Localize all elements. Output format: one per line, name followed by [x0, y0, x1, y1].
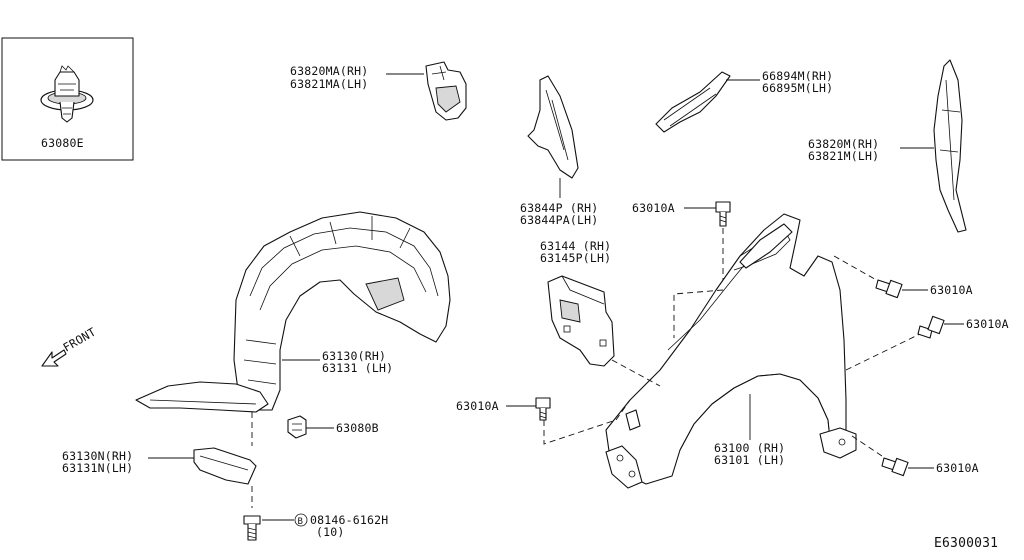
- bolt-63010a-left: 63010A: [456, 397, 551, 421]
- bolt-63010a-right-bottom-label: 63010A: [936, 461, 979, 475]
- bolt-63010a-right-middle-label: 63010A: [966, 317, 1009, 331]
- clip-63080b-label: 63080B: [336, 421, 379, 435]
- fender-protector-rear-lh-label: 63821MA(LH): [290, 77, 368, 91]
- front-arrow-icon: [41, 349, 67, 367]
- clip-63080b: 63080B: [287, 415, 379, 439]
- cover-upper-part: 66894M(RH) 66895M(LH): [655, 69, 833, 133]
- cover-upper-lh-label: 66895M(LH): [762, 81, 833, 95]
- bolt-63010a-top-label: 63010A: [632, 201, 675, 215]
- bolt-08146-6162h: B 08146-6162H (10): [243, 513, 388, 541]
- bolt-63010a-right-upper: 63010A: [833, 255, 973, 299]
- seal-upper-front-part: 63844P (RH) 63844PA(LH): [520, 75, 598, 227]
- cover-upper-rh-label: 66894M(RH): [762, 69, 833, 83]
- bracket-lh-label: 63145P(LH): [540, 251, 611, 265]
- bolt-63010a-right-middle: 63010A: [845, 315, 1009, 371]
- bolt-marker-label: B: [298, 517, 304, 527]
- front-label: FRONT: [61, 325, 99, 355]
- circled-b-marker-icon: [294, 513, 308, 527]
- fender-part: 63100 (RH) 63101 (LH): [543, 213, 857, 489]
- fender-protector-rh-label: 63130(RH): [322, 349, 386, 363]
- protector-lower-lh-label: 63131N(LH): [62, 461, 133, 475]
- protector-lower-part: 63130N(RH) 63131N(LH): [62, 412, 257, 508]
- bolt-63010a-top: 63010A: [632, 201, 731, 290]
- seal-upper-front-lh-label: 63844PA(LH): [520, 213, 598, 227]
- bolt-63010a-right-bottom: 63010A: [851, 435, 979, 477]
- fender-protector-rear-part: 63820MA(RH) 63821MA(LH): [290, 61, 467, 121]
- fender-lh-label: 63101 (LH): [714, 453, 785, 467]
- fender-protector-side-part: 63820M(RH) 63821M(LH): [808, 59, 967, 233]
- bolt-08146-6162h-qty: (10): [316, 525, 345, 539]
- bracket-rh-label: 63144 (RH): [540, 239, 611, 253]
- fender-protector-part: 63130(RH) 63131 (LH): [135, 211, 451, 413]
- bolt-63010a-left-label: 63010A: [456, 399, 499, 413]
- bolt-63010a-right-upper-label: 63010A: [930, 283, 973, 297]
- bolt-08146-6162h-label: 08146-6162H: [310, 513, 388, 527]
- clip-63080e-label: 63080E: [41, 136, 84, 150]
- bracket-part: 63144 (RH) 63145P(LH): [540, 239, 615, 367]
- seal-upper-front-rh-label: 63844P (RH): [520, 201, 598, 215]
- fender-protector-side-rh-label: 63820M(RH): [808, 137, 879, 151]
- fender-rh-label: 63100 (RH): [714, 441, 785, 455]
- fender-protector-side-lh-label: 63821M(LH): [808, 149, 879, 163]
- front-direction-indicator: FRONT: [41, 325, 99, 367]
- clip-63080e-drawing: [40, 65, 94, 123]
- fender-protector-lh-label: 63131 (LH): [322, 361, 393, 375]
- diagram-code: E6300031: [934, 536, 998, 551]
- protector-lower-rh-label: 63130N(RH): [62, 449, 133, 463]
- clip-inset-box: 63080E: [1, 37, 134, 161]
- fender-protector-rear-rh-label: 63820MA(RH): [290, 64, 368, 78]
